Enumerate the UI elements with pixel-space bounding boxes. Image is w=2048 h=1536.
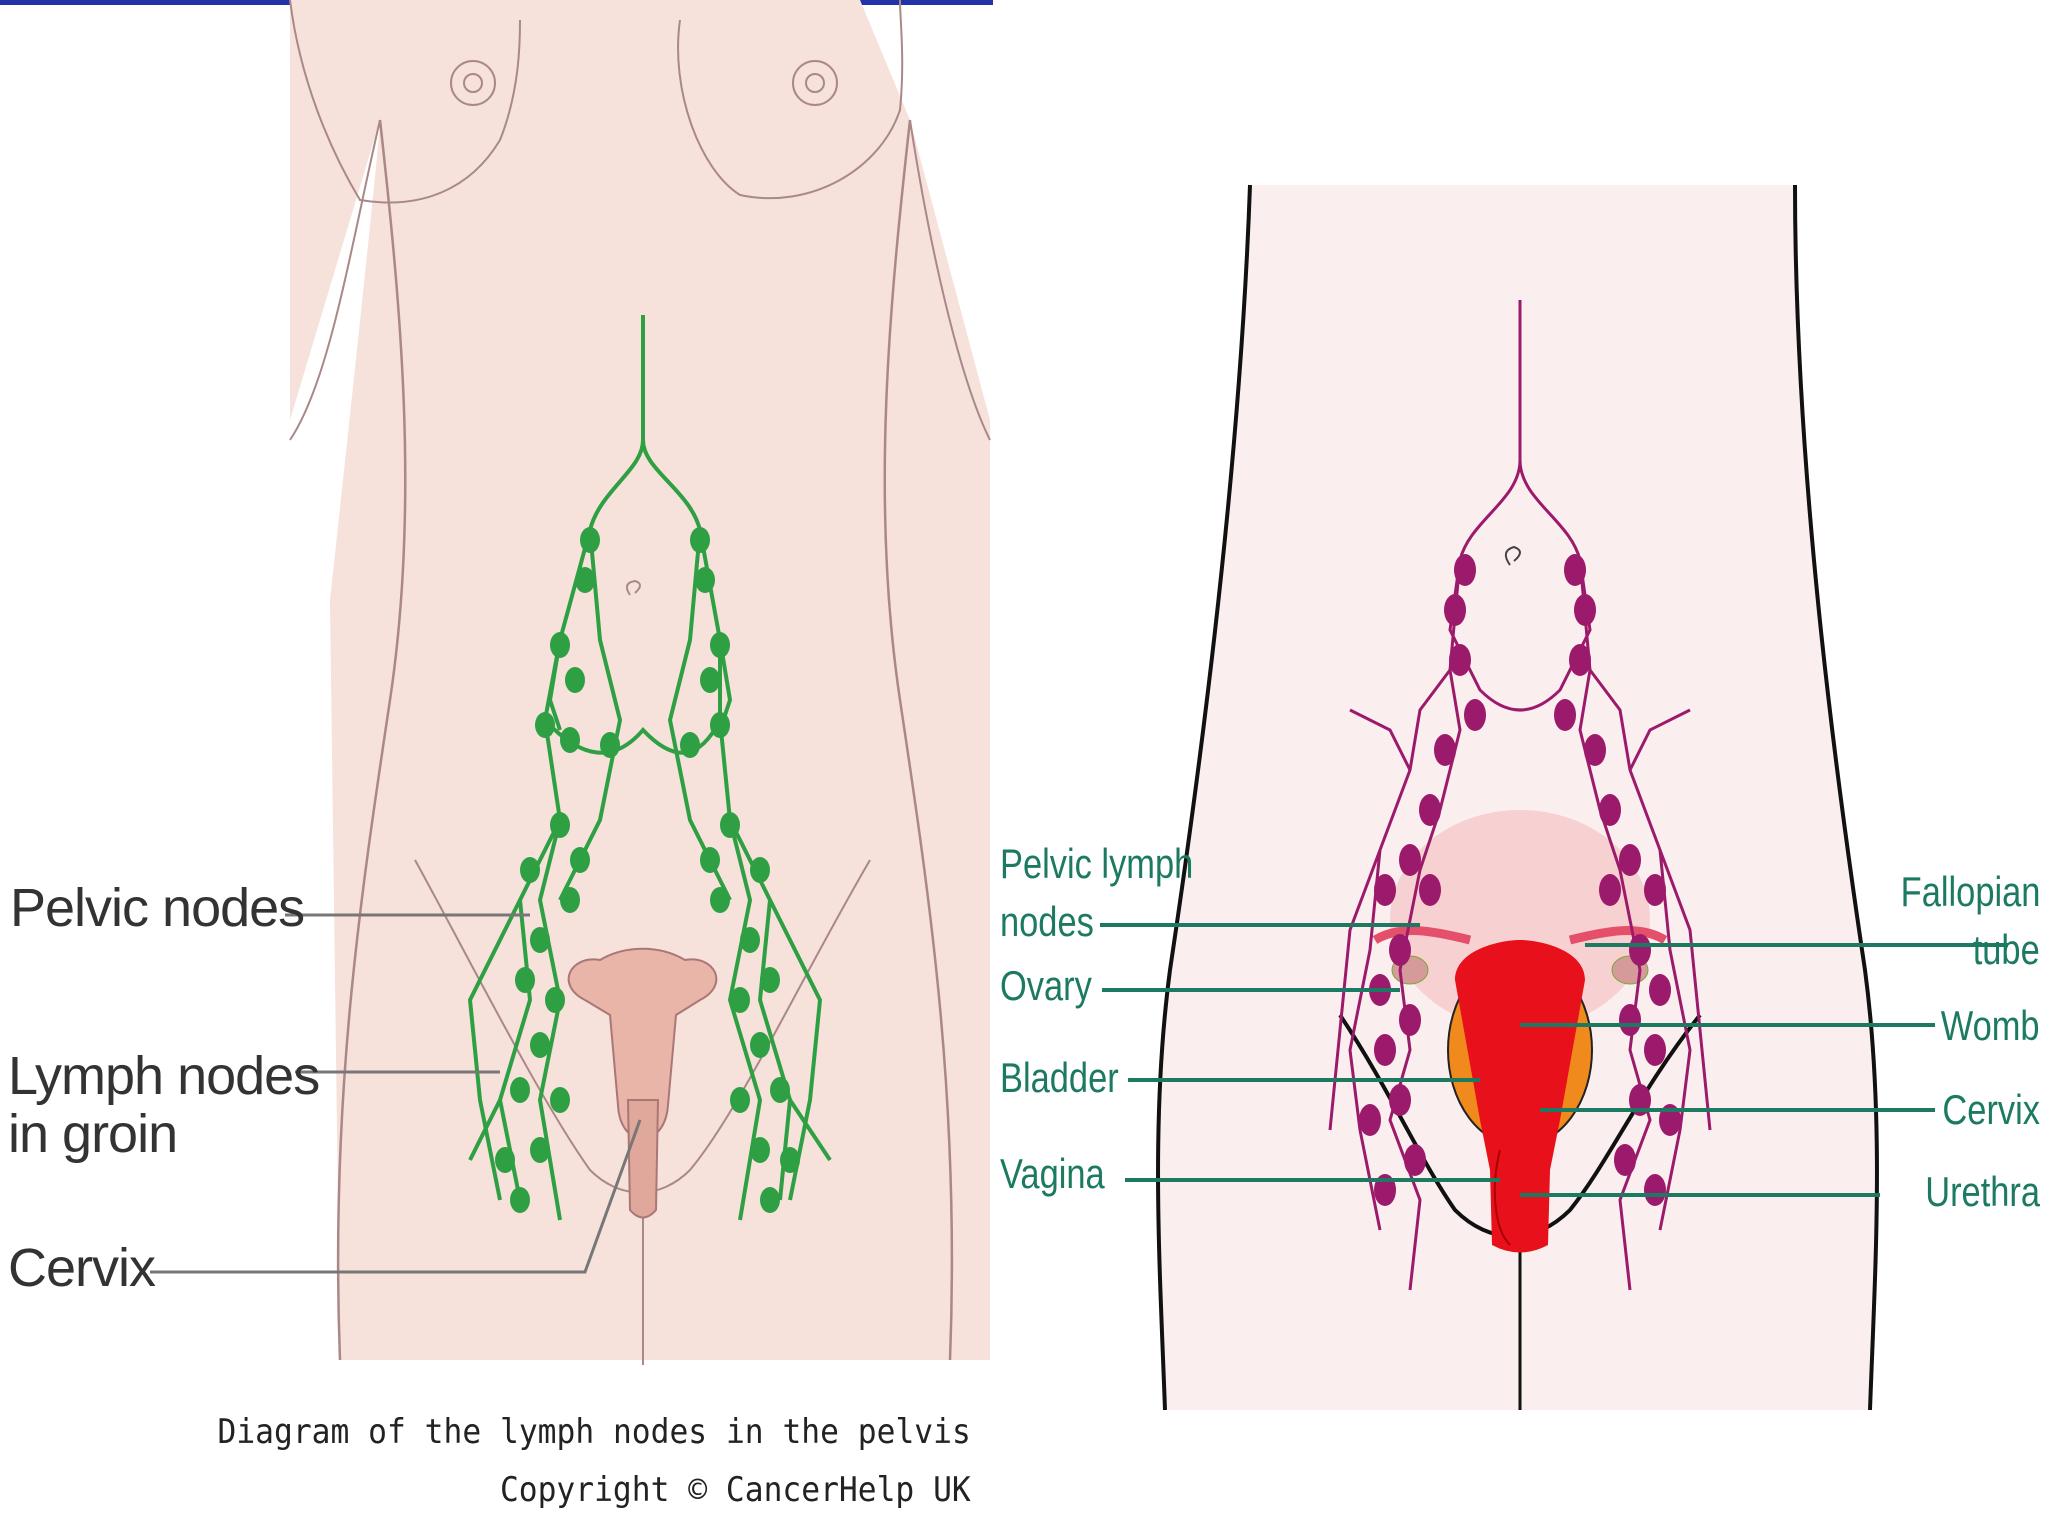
label-fallopian-tube-2: tube <box>1973 928 2040 972</box>
label-pelvic-nodes: Pelvic nodes <box>10 880 304 937</box>
label-pelvic-lymph-nodes-2: nodes <box>1000 900 1094 944</box>
caption-line-1: Diagram of the lymph nodes in the pelvis <box>218 1412 971 1452</box>
label-lymph-nodes-groin-2: in groin <box>8 1106 177 1163</box>
label-womb: Womb <box>1941 1004 2040 1048</box>
label-fallopian-tube-1: Fallopian <box>1900 870 2040 914</box>
caption-line-2: Copyright © CancerHelp UK <box>500 1470 971 1510</box>
right-pelvis-diagram <box>1000 170 2048 1410</box>
label-cervix-left: Cervix <box>8 1240 155 1297</box>
label-pelvic-lymph-nodes-1: Pelvic lymph <box>1000 842 1193 886</box>
left-pelvis-diagram <box>0 0 1000 1420</box>
label-bladder: Bladder <box>1000 1056 1119 1100</box>
label-ovary: Ovary <box>1000 964 1092 1008</box>
label-cervix-right: Cervix <box>1942 1088 2040 1132</box>
label-vagina: Vagina <box>1000 1152 1105 1196</box>
label-urethra: Urethra <box>1925 1170 2040 1214</box>
label-lymph-nodes-groin-1: Lymph nodes <box>8 1048 319 1105</box>
